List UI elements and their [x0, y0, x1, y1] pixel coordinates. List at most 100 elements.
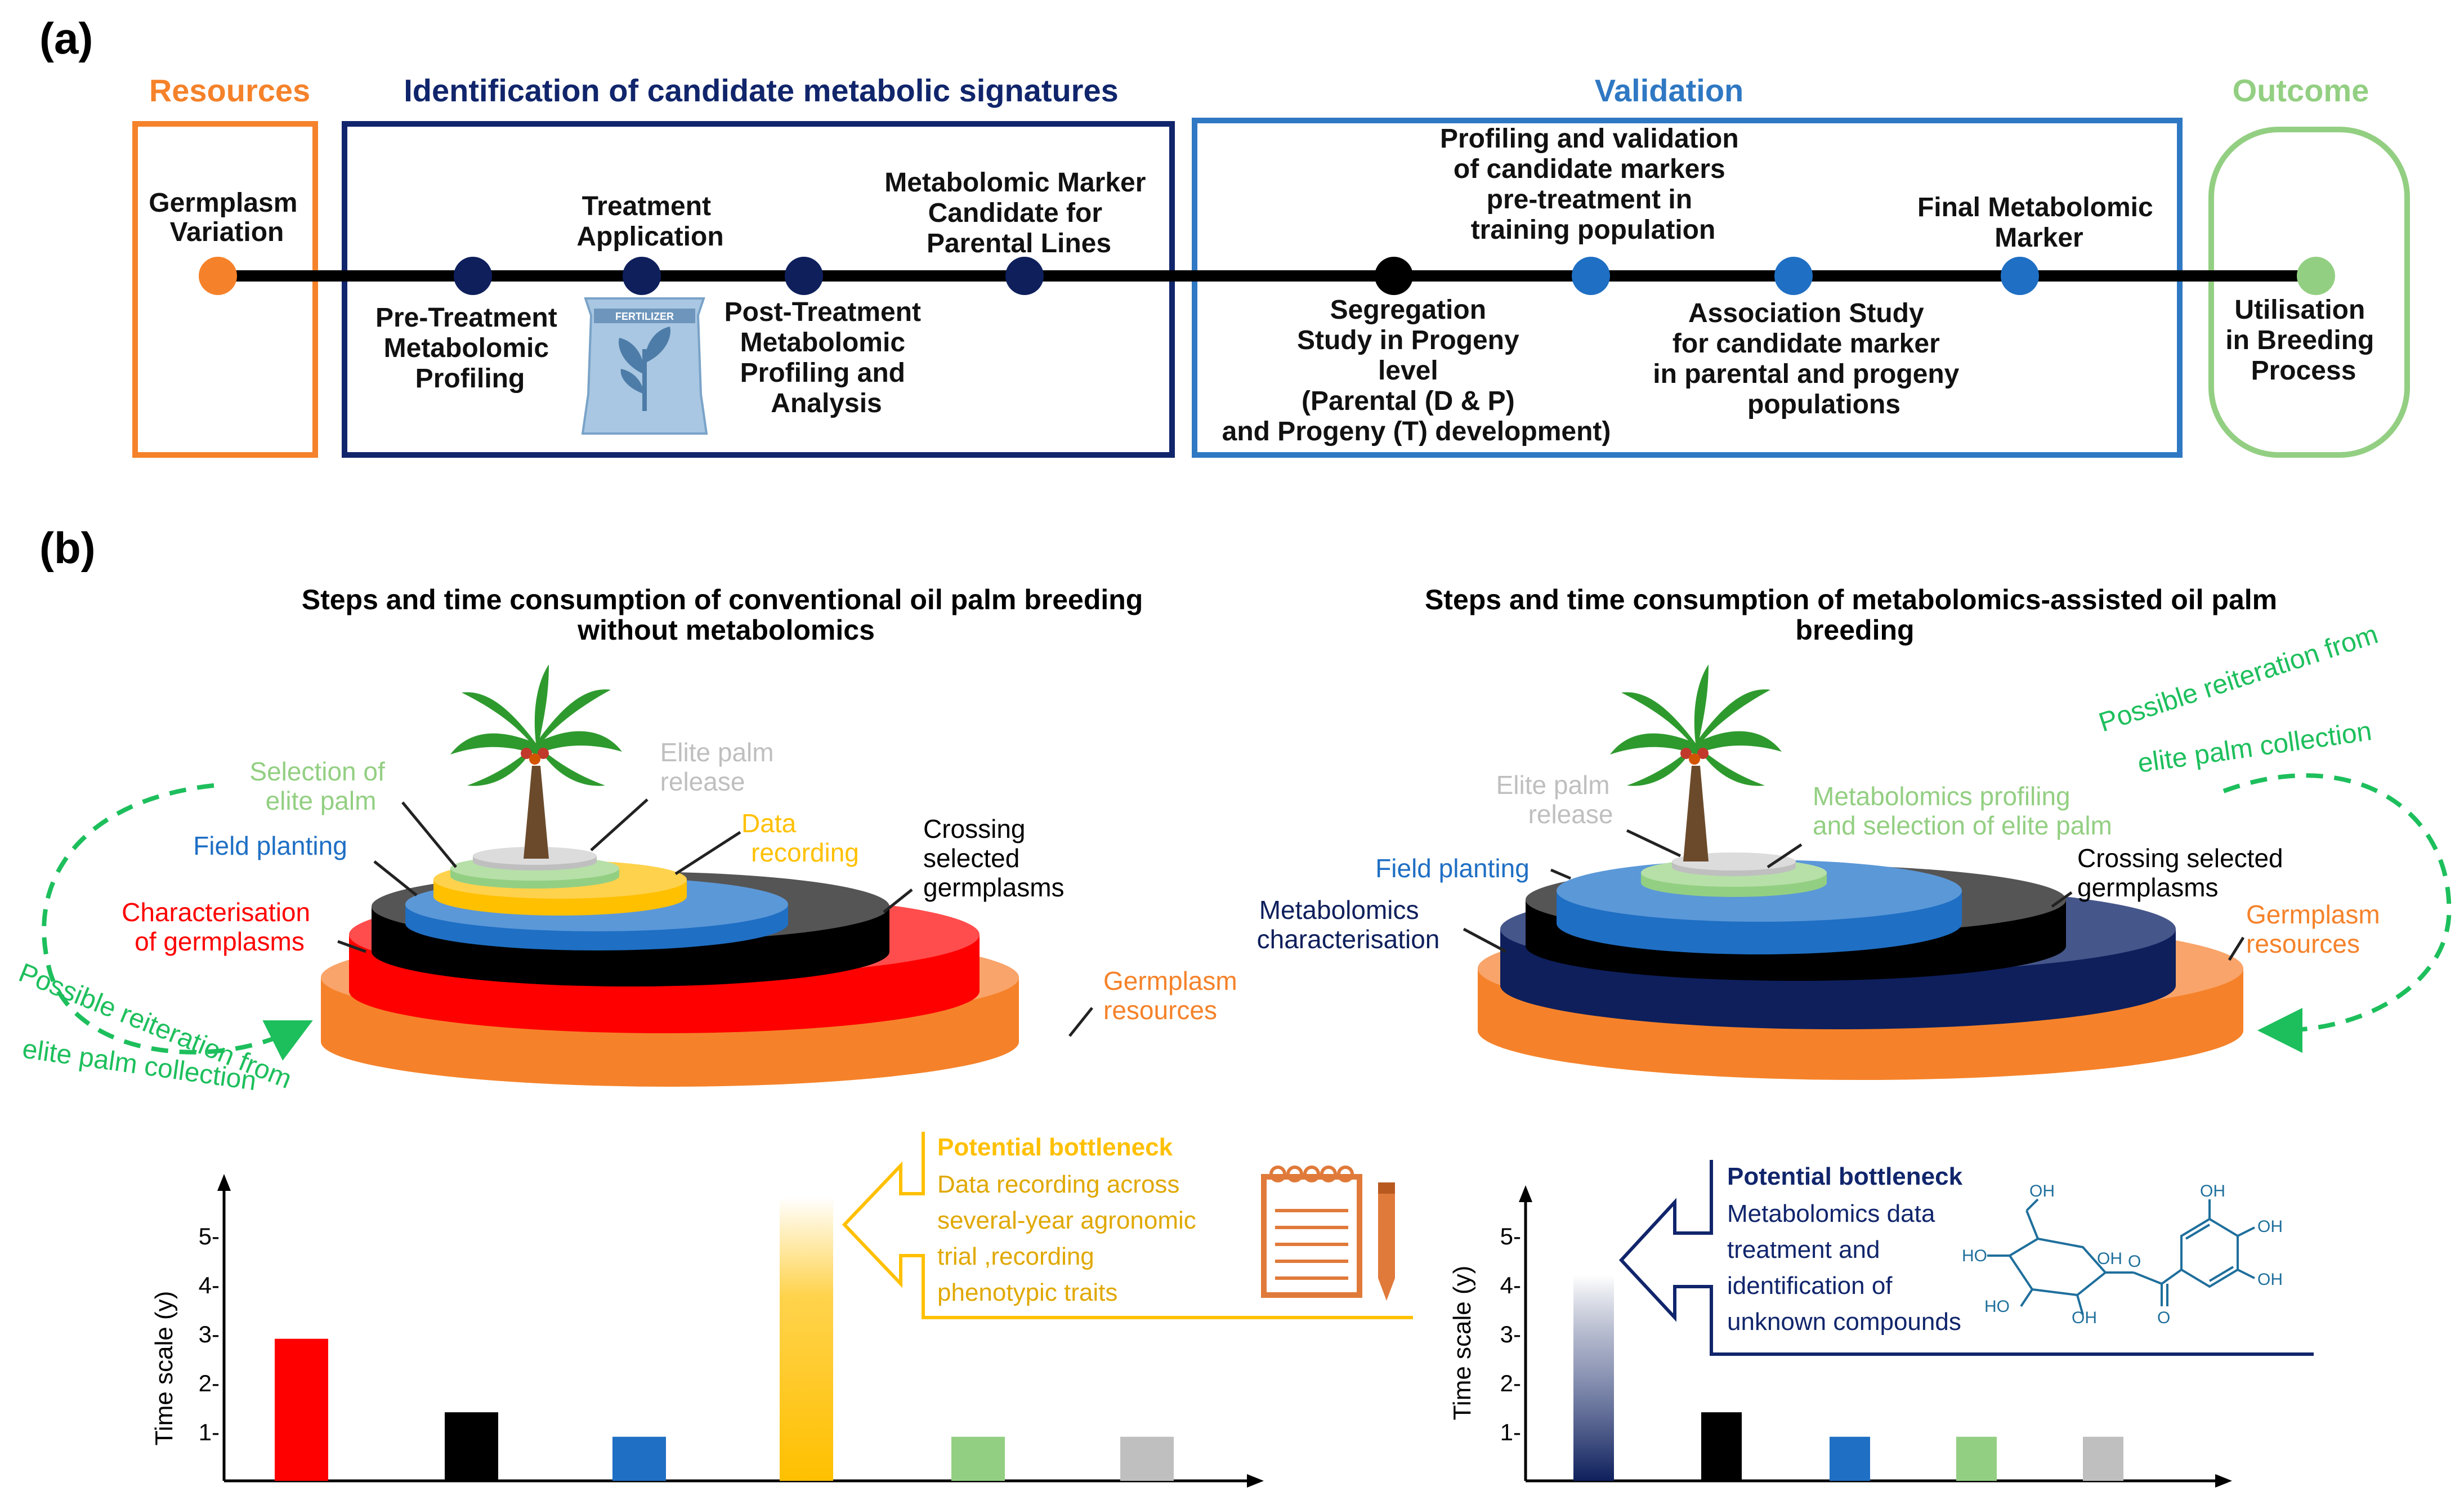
- node-final-marker: [2001, 257, 2039, 295]
- palm-tree-icon: [450, 664, 622, 859]
- selection-leader: [401, 801, 457, 868]
- left-chart: Time scale (y) 1-2-3-4-5-: [150, 1174, 1264, 1488]
- node-treatment: [623, 257, 661, 295]
- elite-release-leader: [590, 798, 649, 851]
- crossing-label: Crossing selected germplasms: [923, 814, 1065, 902]
- left-diagram: Steps and time consumption of convention…: [15, 584, 1413, 1488]
- right-x-arrowhead: [2215, 1474, 2232, 1488]
- notepad-icon: [1261, 1166, 1362, 1298]
- characterisation-label: Characterisation of germplasms: [122, 898, 317, 956]
- crossing-leader-right: [2051, 891, 2073, 908]
- left-x-arrowhead: [1247, 1474, 1264, 1488]
- pen-icon: [1378, 1182, 1395, 1301]
- node-pre-treatment: [454, 257, 492, 295]
- profiling-validation-label: Profiling and validation of candidate ma…: [1440, 124, 1746, 245]
- panel-b: (b) Steps and time consumption of conven…: [15, 523, 2452, 1488]
- mol-label-10: O: [2157, 1309, 2170, 1327]
- mol-label-9: O: [2128, 1252, 2141, 1271]
- bottleneck-left-title: Potential bottleneck: [937, 1133, 1173, 1161]
- mol-label-4: OH: [2257, 1270, 2283, 1289]
- characterisation-leader: [337, 940, 366, 953]
- reiteration-arrow-right: [2222, 773, 2452, 1053]
- germplasm-resources-label-right: Germplasm resources: [2246, 900, 2387, 958]
- bar-6: [1120, 1436, 1174, 1481]
- bottleneck-arrow-left: [842, 1132, 1413, 1319]
- molecule-structure-icon: [1987, 1198, 2255, 1315]
- germplasm-resources-label: Germplasm resources: [1103, 966, 1245, 1025]
- mol-label-7: OH: [2072, 1309, 2097, 1327]
- left-disc-stack: [321, 847, 1019, 1087]
- field-planting-leader-right: [1550, 868, 1571, 880]
- node-association: [1774, 257, 1813, 295]
- field-planting-label: Field planting: [193, 831, 347, 860]
- fertilizer-bag-icon: FERTILIZER: [581, 297, 708, 435]
- node-germplasm: [199, 257, 237, 295]
- bottleneck-right-text: Metabolomics data treatment and identifi…: [1727, 1200, 1961, 1336]
- panel-a-label: (a): [39, 14, 93, 63]
- germplasm-resources-leader-right: [2228, 936, 2245, 961]
- pre-treatment-label: Pre-Treatment Metabolomic Profiling: [375, 303, 565, 394]
- post-treatment-label: Post-Treatment Metabolomic Profiling and…: [725, 297, 929, 418]
- y-tick-label-5: 5-: [199, 1223, 220, 1249]
- association-label: Association Study for candidate marker i…: [1653, 298, 1966, 419]
- resources-title: Resources: [149, 73, 310, 108]
- bar-2: [1701, 1412, 1742, 1481]
- bar-1: [275, 1338, 328, 1481]
- crossing-label-right: Crossing selected germplasms: [2077, 843, 2290, 902]
- bottleneck-right-title: Potential bottleneck: [1727, 1163, 1963, 1190]
- mol-label-1: OH: [2029, 1182, 2055, 1200]
- y-tick-label-4: 4-: [1500, 1272, 1521, 1298]
- elite-release-leader-right: [1626, 829, 1682, 858]
- metabolomics-profiling-leader: [1767, 843, 1803, 869]
- segregation-label: Segregation Study in Progeny level (Pare…: [1222, 295, 1611, 447]
- y-tick-label-2: 2-: [199, 1370, 220, 1396]
- outcome-title: Outcome: [2233, 73, 2369, 108]
- elite-release-label: Elite palm release: [660, 738, 781, 796]
- validation-title: Validation: [1595, 73, 1744, 108]
- data-recording-label: Data recording: [741, 809, 859, 867]
- field-planting-label-right: Field planting: [1375, 854, 1530, 883]
- crossing-leader: [883, 889, 913, 913]
- metabolomics-profiling-label: Metabolomics profiling and selection of …: [1813, 782, 2112, 840]
- identification-box: [342, 121, 1175, 458]
- reiteration-right-label-2: elite palm collection: [2136, 716, 2373, 779]
- validation-box: [1192, 118, 2183, 458]
- bar-5: [951, 1436, 1005, 1481]
- fertilizer-label: FERTILIZER: [615, 311, 674, 322]
- panel-a: (a) Resources Identification of candidat…: [39, 14, 2410, 458]
- final-marker-label: Final Metabolomic Marker: [1917, 193, 2161, 253]
- bar-4: [780, 1197, 833, 1481]
- bar-3: [1830, 1436, 1870, 1481]
- identification-title: Identification of candidate metabolic si…: [404, 73, 1119, 108]
- left-title: Steps and time consumption of convention…: [302, 584, 1151, 646]
- mol-label-5: HO: [1962, 1247, 1987, 1265]
- node-utilisation: [2297, 257, 2335, 295]
- right-y-axis-label: Time scale (y): [1448, 1266, 1476, 1421]
- left-y-arrowhead: [217, 1174, 231, 1191]
- y-tick-label-4: 4-: [199, 1272, 220, 1298]
- field-planting-leader: [373, 860, 418, 896]
- node-segregation: [1375, 257, 1413, 295]
- y-tick-label-3: 3-: [1500, 1321, 1521, 1347]
- data-recording-leader: [674, 831, 741, 876]
- utilisation-label: Utilisation in Breeding Process: [2225, 295, 2381, 386]
- right-bottleneck: Potential bottleneck Metabolomics data t…: [1618, 1160, 2314, 1356]
- left-bottleneck: Potential bottleneck Data recording acro…: [842, 1132, 1413, 1319]
- right-y-arrowhead: [1519, 1185, 1532, 1202]
- bar-2: [445, 1412, 498, 1481]
- outcome-box: [2208, 127, 2410, 458]
- node-post-treatment: [785, 257, 823, 295]
- bar-1: [1573, 1275, 1614, 1481]
- mol-label-8: OH: [2097, 1249, 2122, 1268]
- germplasm-label: Germplasm Variation: [149, 188, 305, 247]
- bottleneck-left-text: Data recording across several-year agron…: [937, 1171, 1203, 1306]
- y-tick-label-5: 5-: [1500, 1223, 1521, 1249]
- treatment-label: Treatment Application: [576, 191, 723, 252]
- panel-b-label: (b): [39, 523, 96, 573]
- y-tick-label-1: 1-: [1500, 1419, 1521, 1445]
- elite-release-label-right: Elite palm release: [1496, 770, 1617, 829]
- marker-candidate-label: Metabolomic Marker Candidate for Parenta…: [884, 168, 1153, 258]
- right-title: Steps and time consumption of metabolomi…: [1425, 584, 2285, 646]
- bottleneck-arrow-right: [1618, 1160, 2314, 1356]
